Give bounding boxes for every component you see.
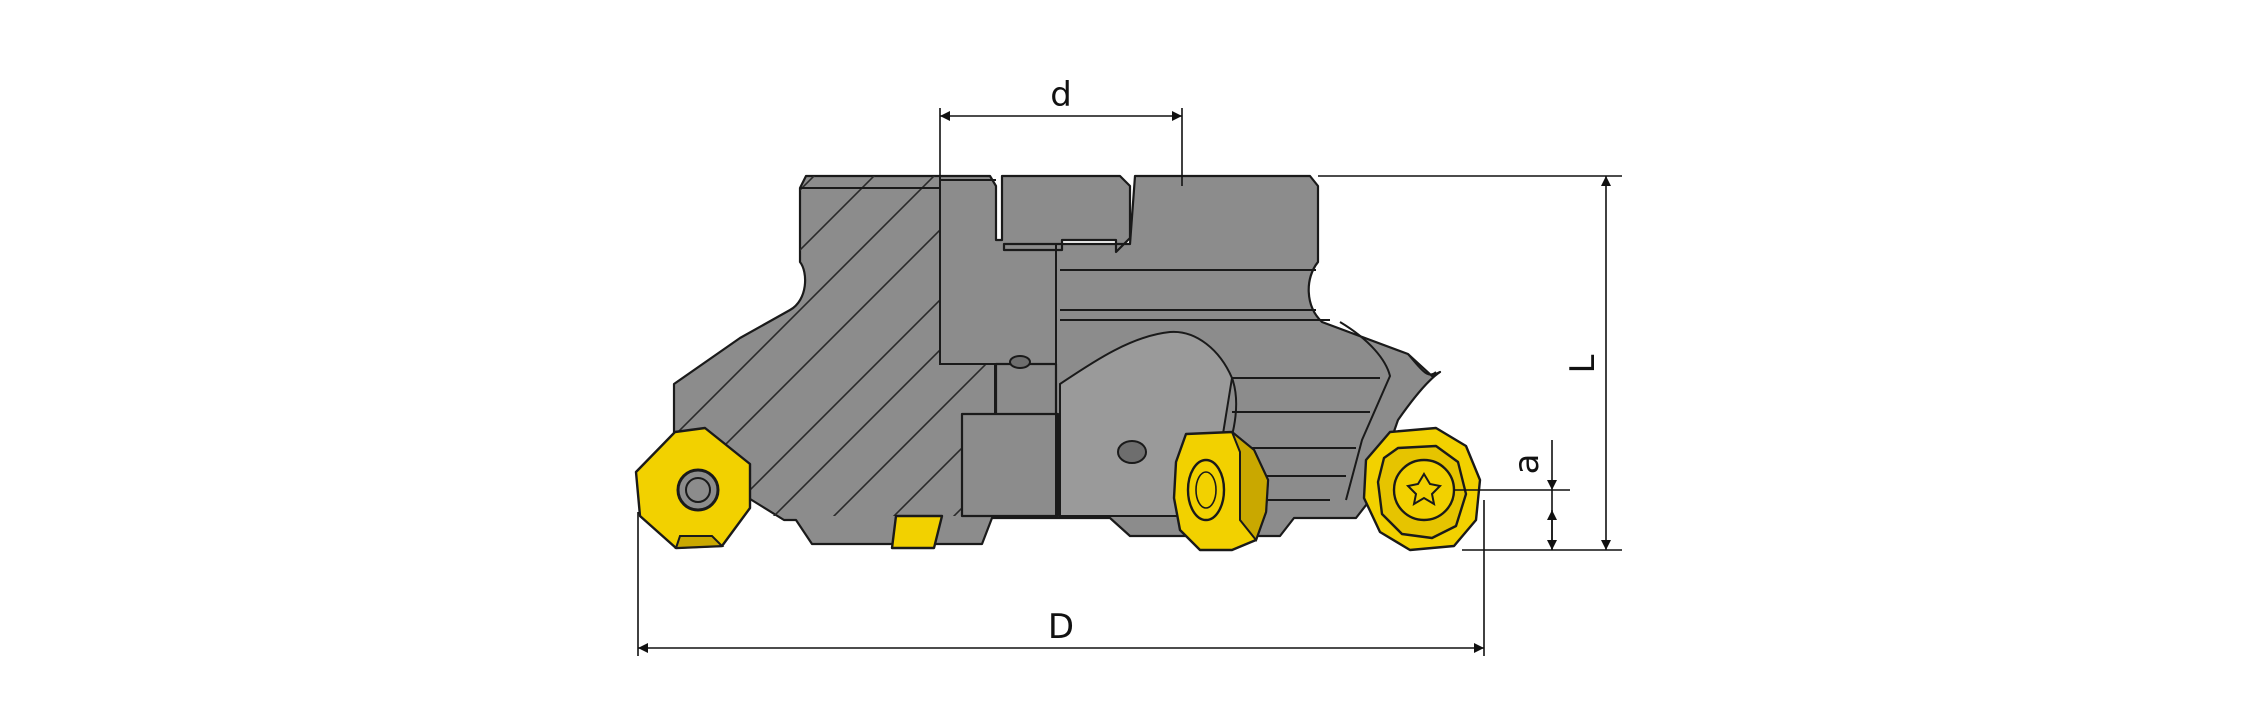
bottom-insert xyxy=(890,514,944,550)
drive-hole xyxy=(1009,355,1031,369)
middle-insert xyxy=(1172,430,1270,552)
left-insert-screw-icon xyxy=(676,468,720,512)
cutter-body xyxy=(672,174,1442,546)
dimension-L-label: L xyxy=(1563,354,1603,373)
dimension-L: L xyxy=(1318,175,1622,551)
middle-insert-screw-icon xyxy=(1186,458,1226,522)
right-insert xyxy=(1362,426,1482,552)
left-insert xyxy=(634,426,752,550)
dimension-a: a xyxy=(1454,440,1570,550)
dimension-D: D xyxy=(637,500,1485,656)
dimension-D-label: D xyxy=(1048,607,1074,647)
coolant-hole xyxy=(1117,440,1147,464)
dimension-d: d xyxy=(939,75,1183,186)
core-step xyxy=(960,412,1060,518)
dimension-d-label: d xyxy=(1050,75,1072,115)
dimension-a-label: a xyxy=(1507,454,1547,475)
